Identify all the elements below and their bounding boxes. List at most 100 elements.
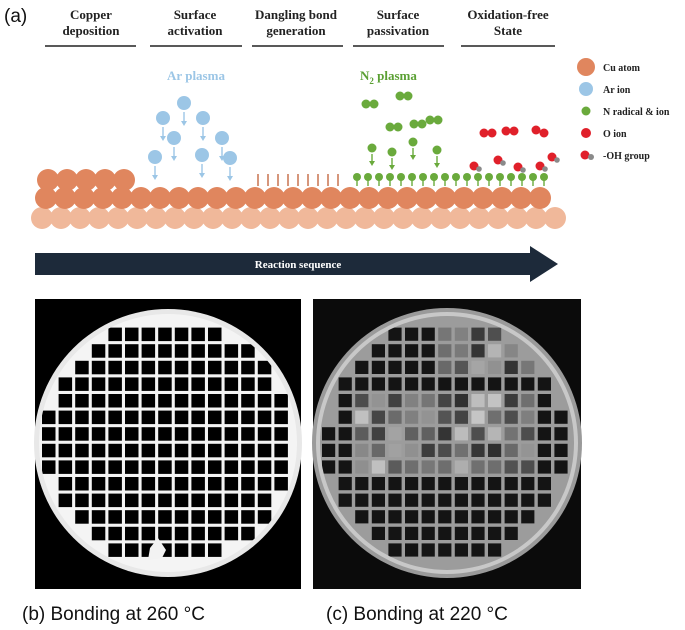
- cu-atom: [301, 187, 323, 209]
- die: [388, 543, 402, 557]
- die: [488, 443, 502, 457]
- n-passivation-layer: [353, 173, 548, 186]
- die: [471, 510, 485, 524]
- legend-oh-group: -OH group: [603, 151, 650, 162]
- n-atom: [409, 119, 419, 129]
- n-radical: [432, 145, 442, 155]
- die: [471, 394, 485, 408]
- die: [405, 443, 419, 457]
- die: [174, 394, 189, 408]
- cu-atom: [54, 187, 76, 209]
- die: [75, 443, 89, 458]
- die: [388, 410, 402, 424]
- die: [108, 410, 122, 425]
- reaction-sequence-arrow: Reaction sequence: [35, 246, 558, 282]
- die: [504, 510, 518, 524]
- die: [388, 477, 402, 491]
- ar-ion: [195, 148, 209, 162]
- die: [58, 460, 73, 474]
- die: [438, 427, 452, 441]
- die: [438, 543, 452, 557]
- die: [108, 394, 122, 408]
- die: [454, 477, 468, 491]
- die: [438, 460, 452, 474]
- die: [158, 477, 172, 491]
- die: [504, 493, 518, 507]
- die: [224, 427, 239, 441]
- die: [108, 510, 122, 524]
- o-ion: [509, 126, 519, 136]
- die: [488, 493, 502, 507]
- die: [405, 543, 419, 557]
- die: [421, 360, 435, 374]
- n2-plasma-species: [361, 91, 443, 170]
- cu-atom: [335, 207, 357, 229]
- step-5-line1: Oxidation-free: [467, 7, 549, 22]
- legend-n-radical-icon: [581, 106, 591, 116]
- die: [91, 510, 106, 524]
- die: [471, 327, 485, 341]
- die: [158, 510, 172, 524]
- cu-atom: [35, 187, 57, 209]
- die: [388, 460, 402, 474]
- die: [191, 360, 205, 375]
- die: [108, 427, 122, 441]
- die: [224, 394, 239, 408]
- cu-atom: [297, 207, 319, 229]
- die: [388, 493, 402, 507]
- n-arrowhead: [369, 161, 375, 166]
- o-ion: [493, 155, 503, 165]
- oh-h-atom: [476, 166, 482, 172]
- die: [191, 526, 205, 541]
- oh-h-atom: [554, 157, 560, 163]
- die: [488, 394, 502, 408]
- die: [438, 360, 452, 374]
- die: [191, 477, 205, 491]
- die: [521, 493, 535, 507]
- die: [338, 394, 352, 408]
- die: [224, 360, 239, 375]
- die: [421, 427, 435, 441]
- die: [438, 477, 452, 491]
- die: [504, 443, 518, 457]
- die: [322, 460, 336, 474]
- die: [158, 460, 172, 474]
- die: [108, 526, 122, 541]
- die: [174, 477, 189, 491]
- die: [438, 510, 452, 524]
- die: [191, 394, 205, 408]
- cu-atom: [320, 187, 342, 209]
- die: [158, 327, 172, 342]
- die: [108, 543, 122, 557]
- die: [454, 344, 468, 358]
- die: [274, 410, 288, 425]
- die: [554, 427, 568, 441]
- panel-a-label: (a): [4, 6, 27, 27]
- legend-ar-ion-icon: [579, 82, 593, 96]
- die: [371, 427, 385, 441]
- die: [257, 443, 272, 458]
- die: [257, 377, 272, 391]
- die: [58, 493, 73, 508]
- cu-atom: [506, 207, 528, 229]
- cu-atom: [225, 187, 247, 209]
- ar-ion: [148, 150, 162, 164]
- cu-atom: [111, 187, 133, 209]
- ar-ions: [148, 96, 237, 181]
- die: [471, 443, 485, 457]
- ar-ion: [156, 111, 170, 125]
- die: [421, 443, 435, 457]
- die: [338, 427, 352, 441]
- die: [421, 377, 435, 391]
- die: [75, 427, 89, 441]
- die: [488, 427, 502, 441]
- die: [371, 377, 385, 391]
- die: [257, 410, 272, 425]
- die: [241, 443, 255, 458]
- cu-atom: [113, 169, 135, 191]
- n-radical: [387, 147, 397, 157]
- die: [537, 477, 551, 491]
- step-header-surface-passivation: Surface passivation: [353, 7, 444, 47]
- die: [174, 543, 189, 557]
- cu-atom: [529, 187, 551, 209]
